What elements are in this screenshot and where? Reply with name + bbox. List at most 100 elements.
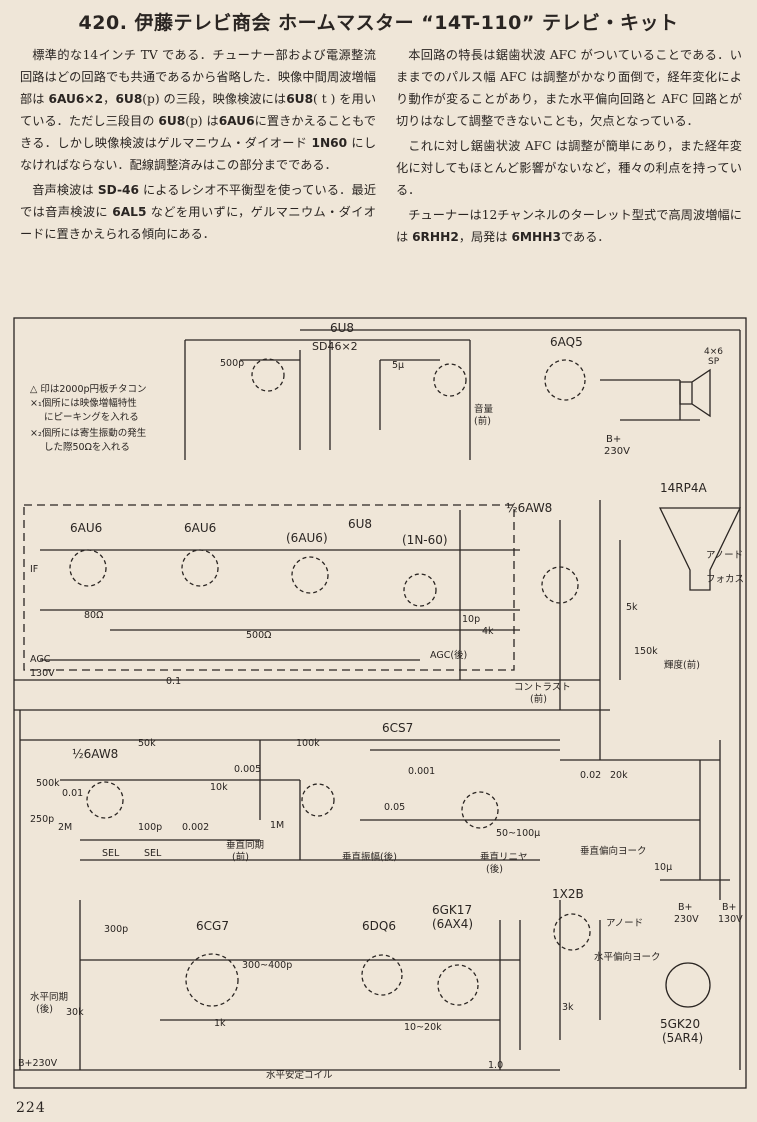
tube-6gk17 — [437, 964, 479, 1006]
label-anode: アノード — [706, 550, 743, 561]
text-column-left: 標準的な14インチ TV である．チューナー部および電源整流回路はどの回路でも共… — [20, 44, 376, 248]
paragraph-2: 音声検波は SD-46 によるレシオ不平衡型を使っている．最近では音声検波に 6… — [20, 183, 377, 241]
label-hsync: 水平同期 — [30, 991, 68, 1003]
tube-6dq6 — [361, 954, 403, 996]
label-r1m: 1M — [270, 820, 284, 831]
bold-term: 6AL5 — [112, 205, 147, 219]
label-c002: 0.02 — [580, 770, 601, 781]
bold-term: SD-46 — [97, 183, 139, 197]
bold-term: 6MHH3 — [511, 230, 561, 244]
label-bplus-a: B+ — [678, 902, 692, 913]
label-r3k: 3k — [562, 1002, 574, 1013]
label-6dq6: 6DQ6 — [362, 919, 396, 933]
schematic-frame — [13, 317, 747, 1089]
label-vsync-front: (前) — [232, 851, 249, 863]
tube-6u8-top — [251, 358, 285, 392]
label-brightness: 輝度(前) — [664, 659, 700, 671]
label-6aq5: 6AQ5 — [550, 335, 583, 349]
label-6au6-first: 6AU6 — [70, 521, 102, 535]
label-c0001: 0.001 — [408, 766, 435, 777]
crt-outline — [658, 507, 742, 591]
label-c0002: 0.002 — [182, 822, 209, 833]
label-c005: 0.05 — [384, 802, 405, 813]
bold-term: 1N60 — [311, 136, 348, 150]
label-r2m: 2M — [58, 822, 72, 833]
label-6au6-second: 6AU6 — [184, 521, 216, 535]
label-volume-front: (前) — [474, 415, 491, 427]
note-line-3: にピーキングを入れる — [44, 411, 139, 423]
label-agc: AGC — [30, 654, 51, 665]
label-1x2b: 1X2B — [552, 887, 584, 901]
label-vlin-back: (後) — [486, 863, 503, 875]
label-b-230v: 230V — [604, 446, 630, 457]
tube-half6aw8-video — [541, 566, 579, 604]
label-r30k: 30k — [66, 1007, 84, 1018]
label-6ax4: (6AX4) — [432, 917, 473, 931]
tube-1x2b — [553, 913, 591, 951]
label-c0005: 0.005 — [234, 764, 261, 775]
label-if: IF — [30, 564, 38, 575]
tube-6cs7-b — [461, 791, 499, 829]
label-speaker: SP — [708, 357, 720, 367]
tube-6au6-2 — [181, 549, 219, 587]
tube-6cg7 — [185, 953, 239, 1007]
tube-6u8-triode — [433, 363, 467, 397]
label-bplus-b: B+ — [722, 902, 736, 913]
label-contrast: コントラスト — [514, 682, 571, 693]
label-r80: 80Ω — [84, 610, 103, 621]
paragraph-4: これに対し鋸歯状波 AFC は調整が簡単にあり，また経年変化に対してもほとんど影… — [396, 139, 742, 197]
label-sel-1: SEL — [102, 848, 120, 859]
label-vyoke: 垂直偏向ヨーク — [580, 845, 647, 857]
label-c250p: 250p — [30, 814, 54, 825]
label-agc-back: AGC(後) — [430, 649, 467, 661]
label-6cs7: 6CS7 — [382, 721, 413, 735]
label-r20k: 20k — [610, 770, 628, 781]
paragraph-5: チューナーは12チャンネルのターレット型式で高周波増幅には 6RHH2，局発は … — [396, 208, 742, 244]
label-bplus-b-130v: 130V — [718, 914, 743, 925]
label-r50k: 50k — [138, 738, 156, 749]
label-hcoil: 水平安定コイル — [266, 1069, 333, 1081]
label-hsync-back: (後) — [36, 1003, 53, 1015]
label-c01: 0.1 — [166, 676, 181, 687]
label-c100p: 100p — [138, 822, 162, 833]
label-speaker-size: 4×6 — [704, 347, 723, 357]
label-r10-20k: 10~20k — [404, 1022, 442, 1033]
label-half-6aw8-left: ½6AW8 — [72, 747, 118, 761]
label-r1k: 1k — [214, 1018, 226, 1029]
label-focus: フォカス — [706, 574, 744, 585]
label-6cg7: 6CG7 — [196, 919, 229, 933]
if-section-box — [23, 504, 515, 671]
label-half-6aw8-top: ½6AW8 — [506, 501, 552, 515]
label-5ar4: (5AR4) — [662, 1031, 703, 1045]
label-c10u: 10μ — [654, 862, 672, 873]
label-c50-100u: 50~100μ — [496, 828, 540, 839]
label-r5k: 5k — [626, 602, 638, 613]
label-c10p: 10p — [462, 614, 480, 625]
label-anode-2: アノード — [606, 918, 643, 929]
label-vlin: 垂直リニヤ — [480, 851, 528, 863]
label-c500p: 500p — [220, 358, 244, 369]
note-line-2: ×₁個所には映像増幅特性 — [30, 397, 137, 409]
tube-half6aw8-sync — [86, 781, 124, 819]
speaker-symbol — [679, 368, 711, 418]
label-volume: 音量 — [474, 403, 494, 415]
label-r500k: 500k — [36, 778, 60, 789]
note-line-5: した際50Ωを入れる — [44, 441, 130, 453]
page-number: 224 — [16, 1100, 46, 1116]
tube-6aq5 — [544, 359, 586, 401]
bold-term: 6U8 — [158, 114, 186, 128]
bold-term: 6RHH2 — [412, 230, 459, 244]
page-title: 420. 伊藤テレビ商会 ホームマスター “14T-110” テレビ・キット — [78, 12, 679, 34]
label-6gk17: 6GK17 — [432, 903, 472, 917]
label-130v: 130V — [30, 668, 55, 679]
tube-6au6-1 — [69, 549, 107, 587]
label-bplus-230v: B+230V — [18, 1058, 58, 1069]
paragraph-1: 標準的な14インチ TV である．チューナー部および電源整流回路はどの回路でも共… — [20, 48, 377, 172]
text-column-right: 本回路の特長は鋸歯状波 AFC がついていることである．いままでのパルス幅 AF… — [396, 44, 742, 251]
bold-term: 6AU6×2 — [48, 92, 104, 106]
label-6au6-paren: (6AU6) — [286, 531, 328, 545]
label-b-plus: B+ — [606, 434, 621, 445]
label-bplus-a-230v: 230V — [674, 914, 699, 925]
paragraph-3: 本回路の特長は鋸歯状波 AFC がついていることである．いままでのパルス幅 AF… — [396, 48, 742, 128]
